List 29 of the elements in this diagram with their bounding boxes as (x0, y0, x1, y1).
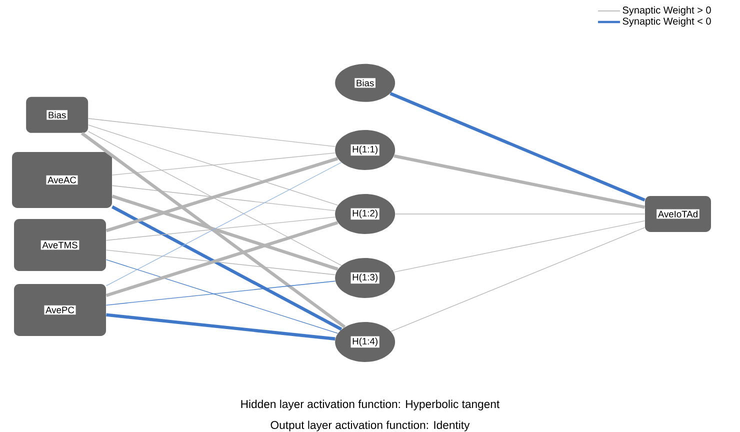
connection-line (106, 313, 336, 340)
connection-line (112, 205, 342, 331)
connection-line (394, 220, 646, 272)
caption-text: Output layer activation function: Identity (270, 420, 470, 432)
connection-line (394, 154, 646, 209)
connection-line (88, 118, 336, 147)
neuron-box: AveTMS (14, 219, 106, 272)
connection-line (106, 259, 338, 334)
connection-line (106, 250, 336, 276)
connection-line (80, 132, 346, 328)
connection-line (112, 152, 336, 176)
connection-line (106, 216, 336, 241)
legend-text: Synaptic Weight < 0 (622, 17, 711, 27)
connection-line (112, 185, 336, 211)
connection-line (112, 194, 338, 271)
connection-line (88, 124, 338, 206)
neuron-box: AveIoTAd (645, 196, 711, 232)
connection-line (390, 227, 646, 332)
connection-line (106, 162, 342, 286)
connection-line (88, 131, 342, 266)
legend-text: Synaptic Weight > 0 (622, 6, 711, 16)
neuron-box: AvePC (14, 284, 106, 336)
connection-line (106, 280, 336, 306)
neuron-box: Bias (26, 96, 88, 133)
connection-line (106, 157, 338, 232)
caption-text: Hidden layer activation function: Hyperbolic tangent (241, 400, 500, 410)
connection-line (106, 221, 338, 297)
connection-line (390, 92, 646, 202)
neuron-box: AveAC (12, 152, 112, 208)
